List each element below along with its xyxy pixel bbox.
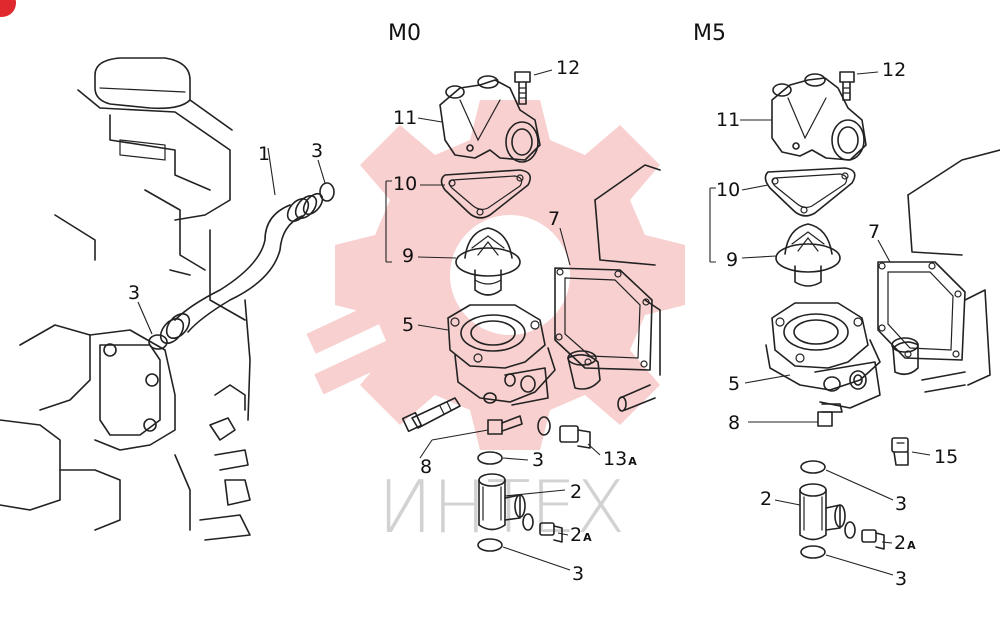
bolt-12-m5 [839, 71, 855, 101]
callout-m0-12: 12 [556, 57, 580, 79]
engine-block-drawing [0, 57, 251, 541]
plug-13a-m0 [559, 425, 591, 449]
o-ring-m5-lower [800, 545, 826, 559]
callout-m0-3-lower: 3 [572, 563, 584, 585]
plug-15-m5 [891, 437, 909, 466]
tee-fitting-2-m0 [478, 473, 526, 531]
callout-m5-2a: 2A [894, 532, 916, 554]
callout-m0-9: 9 [402, 245, 414, 267]
gasket-10-m5 [764, 167, 856, 217]
tee-fitting-2-m5 [799, 483, 846, 541]
o-ring-m0-lower [477, 538, 503, 552]
callout-m5-12: 12 [882, 59, 906, 81]
gasket-7-m5 [877, 261, 966, 361]
bolt-short-8-m0 [487, 415, 523, 435]
callout-m0-2a: 2A [570, 524, 592, 546]
callout-m0-11: 11 [393, 107, 417, 129]
callout-m5-3-upper: 3 [895, 493, 907, 515]
corner-badge [0, 0, 16, 17]
callout-m0-7: 7 [548, 208, 560, 230]
thermostat-cover-m5 [771, 73, 867, 161]
o-ring-m5-side [844, 521, 856, 539]
callout-m5-9: 9 [726, 249, 738, 271]
callout-left-1: 1 [258, 143, 270, 165]
plug-2a-m0 [539, 522, 563, 543]
thermostat-housing-5-m0 [447, 304, 556, 406]
thermostat-cover-m0 [439, 75, 541, 163]
bolt-12-m0 [514, 71, 531, 105]
callout-left-3-top: 3 [311, 140, 323, 162]
header-m0: M0 [388, 21, 421, 46]
callout-m5-7: 7 [868, 221, 880, 243]
watermark-text: ИНТЕХ [378, 465, 625, 549]
gasket-10-m0 [440, 169, 531, 219]
callout-m5-8: 8 [728, 412, 740, 434]
washer-m0 [537, 416, 551, 436]
o-ring-m0-side [522, 513, 534, 531]
o-ring-m5-upper [800, 460, 826, 474]
callout-m0-13: 13A [603, 448, 637, 470]
o-ring-m0-upper [477, 451, 503, 465]
callout-m5-11: 11 [716, 109, 740, 131]
callout-m0-5: 5 [402, 314, 414, 336]
engine-side-m0 [567, 164, 661, 412]
thermostat-housing-5-m5 [765, 302, 881, 409]
o-ring-left-bottom [148, 334, 168, 350]
callout-m0-3-upper: 3 [532, 449, 544, 471]
callout-m0-10: 10 [393, 173, 417, 195]
callout-m5-5: 5 [728, 373, 740, 395]
gasket-7-m0 [554, 267, 653, 371]
callout-m0-2: 2 [570, 481, 582, 503]
callout-m5-15: 15 [934, 446, 958, 468]
engine-side-m5 [891, 149, 1000, 393]
callout-m5-10: 10 [716, 179, 740, 201]
header-m5: M5 [693, 21, 726, 46]
bolt-long-8-m0 [401, 397, 461, 433]
callout-m0-8: 8 [420, 456, 432, 478]
thermostat-9-m5 [775, 223, 841, 287]
hose-part [159, 192, 324, 344]
callout-m5-3-lower: 3 [895, 568, 907, 590]
thermostat-9-m0 [455, 227, 521, 296]
callout-m5-2: 2 [760, 488, 772, 510]
plug-2a-m5 [861, 529, 885, 550]
o-ring-left-top [319, 182, 335, 202]
callout-left-3-bottom: 3 [128, 282, 140, 304]
bolt-short-8-m5 [817, 403, 843, 427]
